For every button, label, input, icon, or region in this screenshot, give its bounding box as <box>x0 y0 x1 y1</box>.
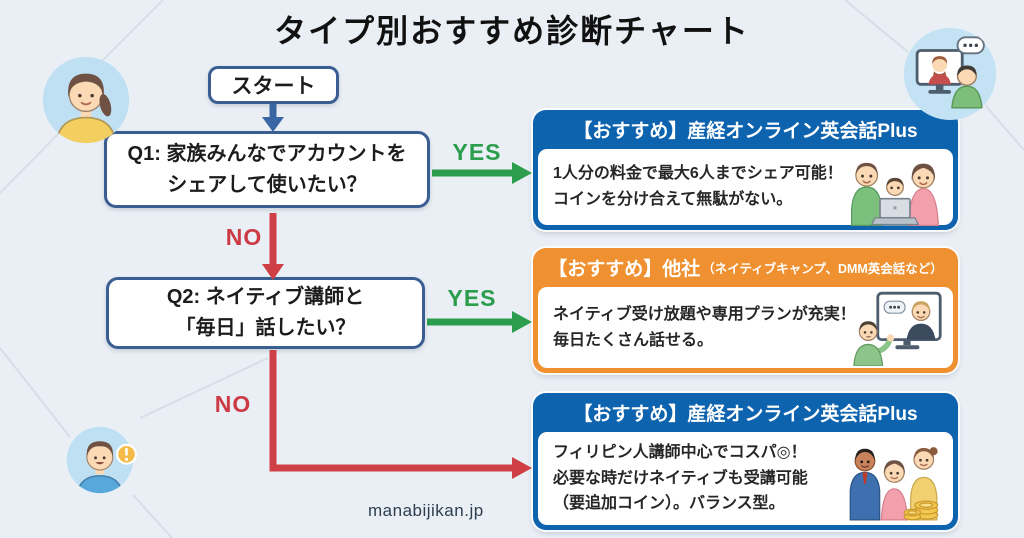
q2-no-arrow <box>269 350 532 479</box>
result-card-2-header: 【おすすめ】他社 （ネイティブキャンプ、DMM英会話など） <box>533 248 958 287</box>
q2-no-label: NO <box>214 391 252 417</box>
start-node: スタート <box>208 66 339 104</box>
result-card-2-title: 【おすすめ】他社 <box>548 259 701 280</box>
result-card-1-line1: 1人分の料金で最大6人までシェア可能！ <box>553 165 843 183</box>
question-1-node: Q1: 家族みんなでアカウントを シェアして使いたい？ <box>104 131 430 208</box>
result-card-3-header: 【おすすめ】産経オンライン英会話Plus <box>533 393 958 432</box>
result-card-1-title: 【おすすめ】産経オンライン英会話Plus <box>573 121 918 142</box>
result-card-3-body: フィリピン人講師中心でコスパ◎！ 必要な時だけネイティブも受講可能 （要追加コイ… <box>538 432 953 525</box>
result-card-3-line3: （要追加コイン）。バランス型。 <box>553 495 785 513</box>
result-card-3-title: 【おすすめ】産経オンライン英会話Plus <box>573 404 918 425</box>
watermark: manabijikan.jp <box>368 501 484 520</box>
page-title: タイプ別おすすめ診断チャート <box>274 13 750 49</box>
man-alert-avatar-icon <box>66 426 137 494</box>
question-1-line2: シェアして使いたい？ <box>167 173 367 196</box>
start-arrow <box>262 104 284 132</box>
result-card-2-line1: ネイティブ受け放題や専用プランが充実！ <box>553 305 856 323</box>
result-card-1-body: 1人分の料金で最大6人までシェア可能！ コインを分け合えて無駄がない。 <box>538 149 953 226</box>
family-laptop-icon <box>851 162 939 226</box>
question-2-line2: 「毎日」話したい？ <box>175 317 356 339</box>
result-card-2-note: （ネイティブキャンプ、DMM英会話など） <box>702 262 943 276</box>
start-label: スタート <box>231 75 316 98</box>
question-2-node: Q2: ネイティブ講師と 「毎日」話したい？ <box>106 277 425 349</box>
question-2-line1: Q2: ネイティブ講師と <box>166 286 365 308</box>
result-card-sankei-share: 【おすすめ】産経オンライン英会話Plus 1人分の料金で最大6人までシェア可能！… <box>533 110 958 230</box>
result-card-other-companies: 【おすすめ】他社 （ネイティブキャンプ、DMM英会話など） ネイティブ受け放題や… <box>533 248 958 373</box>
result-card-sankei-balance: 【おすすめ】産経オンライン英会話Plus フィリピン人講師中心でコスパ◎！ 必要… <box>533 393 958 530</box>
result-card-2-body: ネイティブ受け放題や専用プランが充実！ 毎日たくさん話せる。 <box>538 287 953 368</box>
q2-yes-arrow <box>427 311 532 333</box>
q1-yes-label: YES <box>452 139 502 165</box>
native-video-lesson-icon <box>853 291 942 366</box>
result-card-1-line2: コインを分け合えて無駄がない。 <box>553 191 793 208</box>
woman-avatar-icon <box>42 56 130 144</box>
result-card-1-header: 【おすすめ】産経オンライン英会話Plus <box>533 110 958 149</box>
q2-yes-label: YES <box>447 285 497 311</box>
video-call-avatar-icon <box>903 27 997 121</box>
result-card-2-line2: 毎日たくさん話せる。 <box>553 331 714 349</box>
teachers-coins-icon <box>849 446 939 520</box>
q1-no-label: NO <box>225 224 263 250</box>
result-card-3-line1: フィリピン人講師中心でコスパ◎！ <box>553 444 807 462</box>
result-card-3-line2: 必要な時だけネイティブも受講可能 <box>553 469 808 487</box>
question-1-line1: Q1: 家族みんなでアカウントを <box>127 142 407 165</box>
